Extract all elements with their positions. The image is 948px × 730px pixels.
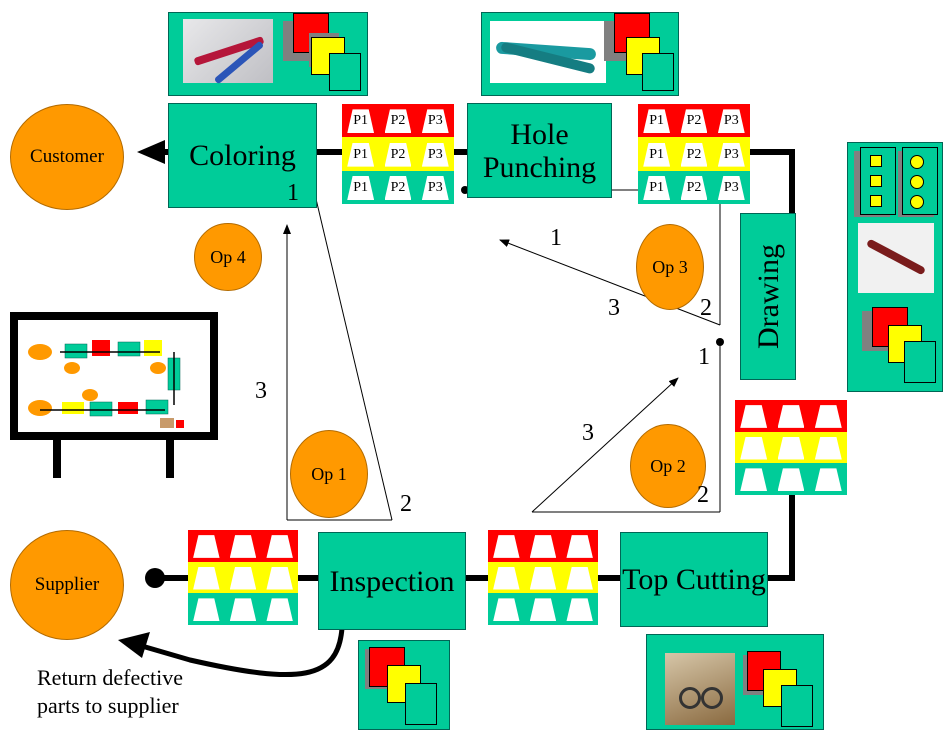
kanban-board-coloring-punching: P1 P2 P3 P1 P2 P3 P1 P2 P3 (342, 104, 454, 205)
return-defective-arrowhead (118, 632, 150, 658)
station-inspection[interactable]: Inspection (318, 532, 466, 630)
station-hole-punching-label: Hole Punching (482, 117, 597, 184)
op2-route-num-2: 2 (697, 482, 709, 508)
kanban-label-p2: P2 (390, 113, 406, 129)
op4-route-num-3: 3 (255, 378, 267, 404)
kanban-label-p2: P2 (686, 179, 702, 195)
kanban-label-p1: P1 (353, 179, 369, 195)
drawing-kanban-post (847, 142, 943, 392)
op3-route-num-1: 1 (550, 225, 562, 251)
supplier-node[interactable]: Supplier (10, 530, 124, 640)
op3-route-num-3: 3 (608, 295, 620, 321)
station-drawing-label: Drawing (751, 244, 785, 349)
to-customer-arrowhead (137, 140, 165, 164)
station-drawing[interactable]: Drawing (740, 213, 796, 380)
whiteboard-icon (10, 312, 218, 478)
station-coloring-label: Coloring (189, 139, 296, 172)
hole-punch-photo (490, 21, 606, 83)
coloring-kanban-post (168, 12, 368, 96)
station-inspection-label: Inspection (329, 564, 455, 598)
kanban-label-p3: P3 (427, 113, 443, 129)
kanban-label-p2: P2 (686, 113, 702, 129)
kanban-board-punching-drawing: P1 P2 P3 P1 P2 P3 P1 P2 P3 (638, 104, 750, 205)
op2-route-dot (716, 338, 724, 346)
station-coloring[interactable]: Coloring (168, 103, 317, 208)
kanban-label-p3: P3 (427, 146, 443, 162)
op3-label: Op 3 (652, 256, 688, 277)
inspection-kanban-post (358, 640, 450, 730)
main-flow-line (155, 149, 795, 581)
hole-punching-kanban-post (481, 12, 679, 96)
operator-op1[interactable]: Op 1 (290, 430, 368, 518)
kanban-board-supplier-inspection (188, 530, 298, 626)
op4-route (283, 181, 393, 521)
station-top-cutting-label: Top Cutting (622, 563, 766, 596)
kanban-label-p1: P1 (649, 113, 665, 129)
op3-route-num-2: 2 (700, 295, 712, 321)
kanban-label-p1: P1 (353, 113, 369, 129)
crayons-photo (183, 19, 273, 85)
supplier-start-dot (145, 568, 165, 588)
top-cutting-kanban-post (646, 634, 824, 730)
operator-op4[interactable]: Op 4 (194, 223, 262, 291)
op1-label: Op 1 (311, 463, 347, 484)
op2-label: Op 2 (650, 455, 686, 476)
op4-route-num-2: 2 (400, 491, 412, 517)
kanban-label-p1: P1 (649, 179, 665, 195)
op2-route (531, 342, 721, 513)
customer-label: Customer (30, 146, 104, 167)
kanban-label-p2: P2 (686, 146, 702, 162)
op2-route-num-3: 3 (582, 420, 594, 446)
operator-op3[interactable]: Op 3 (636, 224, 704, 310)
station-top-cutting[interactable]: Top Cutting (620, 532, 768, 627)
operator-op2[interactable]: Op 2 (630, 424, 706, 508)
pen-photo (858, 223, 934, 293)
kanban-label-p3: P3 (427, 179, 443, 195)
kanban-board-drawing-cutting (735, 400, 847, 496)
kanban-label-p1: P1 (649, 146, 665, 162)
kanban-label-p3: P3 (723, 179, 739, 195)
kanban-label-p3: P3 (723, 113, 739, 129)
kanban-board-cutting-inspection (488, 530, 598, 626)
op4-label: Op 4 (210, 246, 246, 267)
customer-node[interactable]: Customer (10, 104, 124, 210)
return-defective-arrow (134, 627, 345, 678)
op2-route-num-1: 1 (698, 344, 710, 370)
station-hole-punching[interactable]: Hole Punching (467, 103, 612, 198)
scissors-photo (665, 653, 735, 725)
kanban-label-p1: P1 (353, 146, 369, 162)
kanban-label-p3: P3 (723, 146, 739, 162)
op4-route-num-1: 1 (287, 180, 299, 206)
return-defective-note: Return defective parts to supplier (37, 665, 183, 718)
supplier-label: Supplier (34, 574, 100, 595)
kanban-label-p2: P2 (390, 179, 406, 195)
kanban-label-p2: P2 (390, 146, 406, 162)
